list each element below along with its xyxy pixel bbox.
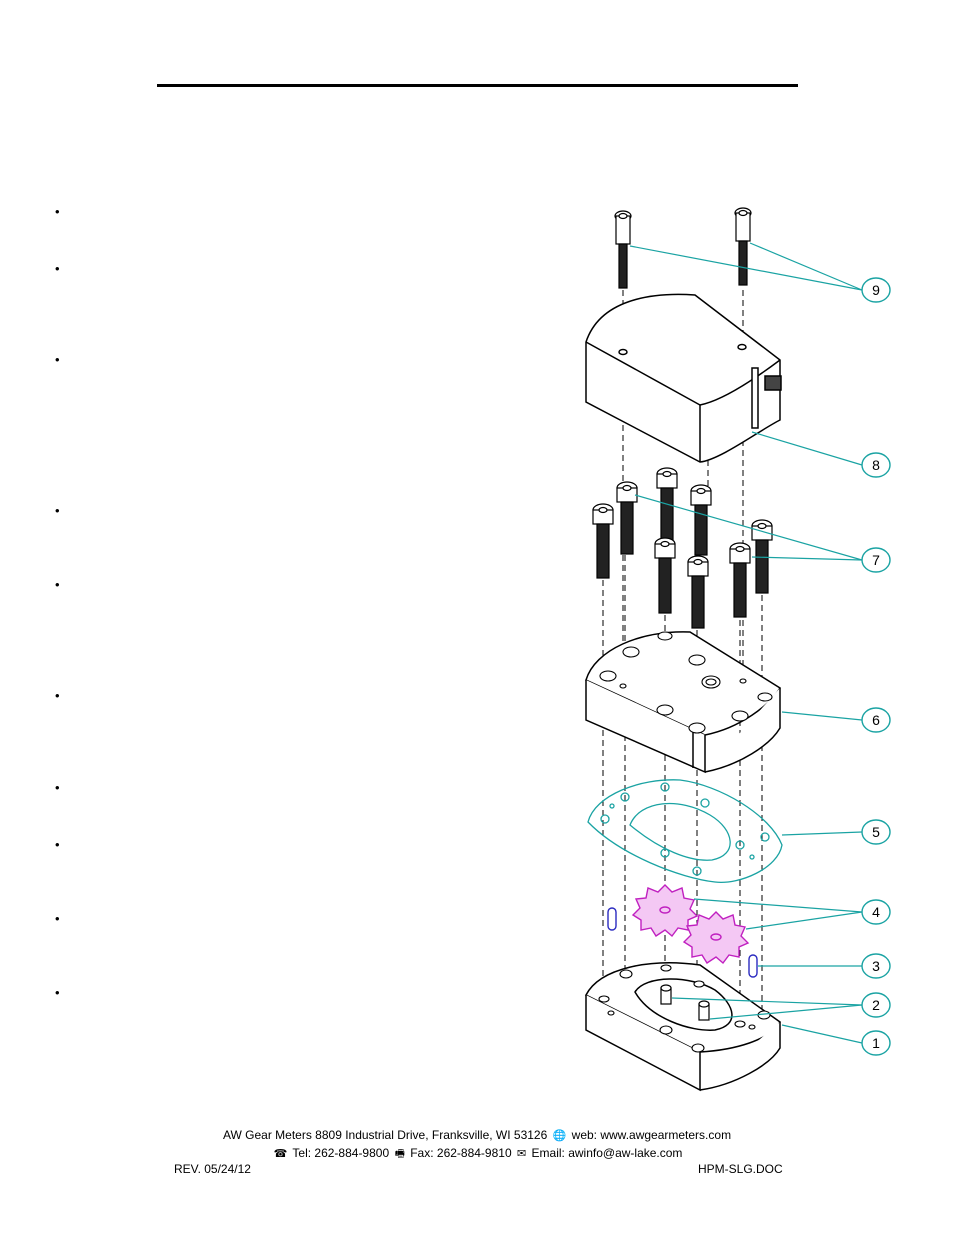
bullet-9: • <box>55 911 60 926</box>
part-1-meter-body <box>584 962 781 1092</box>
bullet-5: • <box>55 577 60 592</box>
callout-leader-lines <box>629 242 863 1044</box>
part-5-gasket <box>587 779 783 883</box>
company-tel: Tel: 262-884-9800 <box>292 1146 390 1160</box>
phone-icon: ☎ <box>273 1147 288 1160</box>
part-7-cap-screws <box>592 467 773 629</box>
callout-label: 1 <box>872 1035 880 1051</box>
callout-label: 8 <box>872 457 880 473</box>
callout-9: 9 <box>861 277 891 303</box>
callout-4: 4 <box>861 899 891 925</box>
callout-label: 3 <box>872 958 880 974</box>
callout-label: 7 <box>872 552 880 568</box>
footer-contact-line: ☎ Tel: 262-884-9800 🖷 Fax: 262-884-9810 … <box>0 1145 954 1164</box>
part-2-gear-shafts <box>660 984 710 1021</box>
fax-icon: 🖷 <box>394 1147 405 1160</box>
company-email: Email: awinfo@aw-lake.com <box>531 1146 683 1160</box>
bullet-2: • <box>55 261 60 276</box>
callout-label: 5 <box>872 824 880 840</box>
bullet-4: • <box>55 503 60 518</box>
header-rule <box>157 84 798 87</box>
part-4-gears <box>631 884 750 965</box>
globe-icon: 🌐 <box>552 1129 567 1142</box>
bullet-10: • <box>55 985 60 1000</box>
bullet-7: • <box>55 780 60 795</box>
callout-label: 6 <box>872 712 880 728</box>
part-6-cover-plate <box>585 631 782 774</box>
callout-label: 4 <box>872 904 880 920</box>
part-3-dowel-pins <box>607 907 758 978</box>
part-8-sensor-housing <box>585 293 782 463</box>
callout-bubbles: 9 8 7 6 5 4 3 2 1 <box>861 277 891 1056</box>
callout-7: 7 <box>861 547 891 573</box>
part-9-top-screws <box>614 207 752 289</box>
bullet-1: • <box>55 204 60 219</box>
bullet-6: • <box>55 688 60 703</box>
callout-1: 1 <box>861 1030 891 1056</box>
callout-label: 9 <box>872 282 880 298</box>
callout-6: 6 <box>861 707 891 733</box>
company-web: web: www.awgearmeters.com <box>571 1128 732 1142</box>
callout-3: 3 <box>861 953 891 979</box>
callout-8: 8 <box>861 452 891 478</box>
exploded-assembly-diagram: 9 8 7 6 5 4 3 2 1 <box>584 207 891 1092</box>
email-icon: ✉ <box>516 1147 527 1160</box>
callout-5: 5 <box>861 819 891 845</box>
revision-date: REV. 05/24/12 <box>174 1162 251 1176</box>
callout-label: 2 <box>872 997 880 1013</box>
bullet-8: • <box>55 837 60 852</box>
bullet-3: • <box>55 352 60 367</box>
company-fax: Fax: 262-884-9810 <box>410 1146 512 1160</box>
company-address: AW Gear Meters 8809 Industrial Drive, Fr… <box>222 1128 548 1142</box>
callout-2: 2 <box>861 992 891 1018</box>
document-id: HPM-SLG.DOC <box>698 1162 783 1176</box>
footer-address-line: AW Gear Meters 8809 Industrial Drive, Fr… <box>0 1128 954 1142</box>
